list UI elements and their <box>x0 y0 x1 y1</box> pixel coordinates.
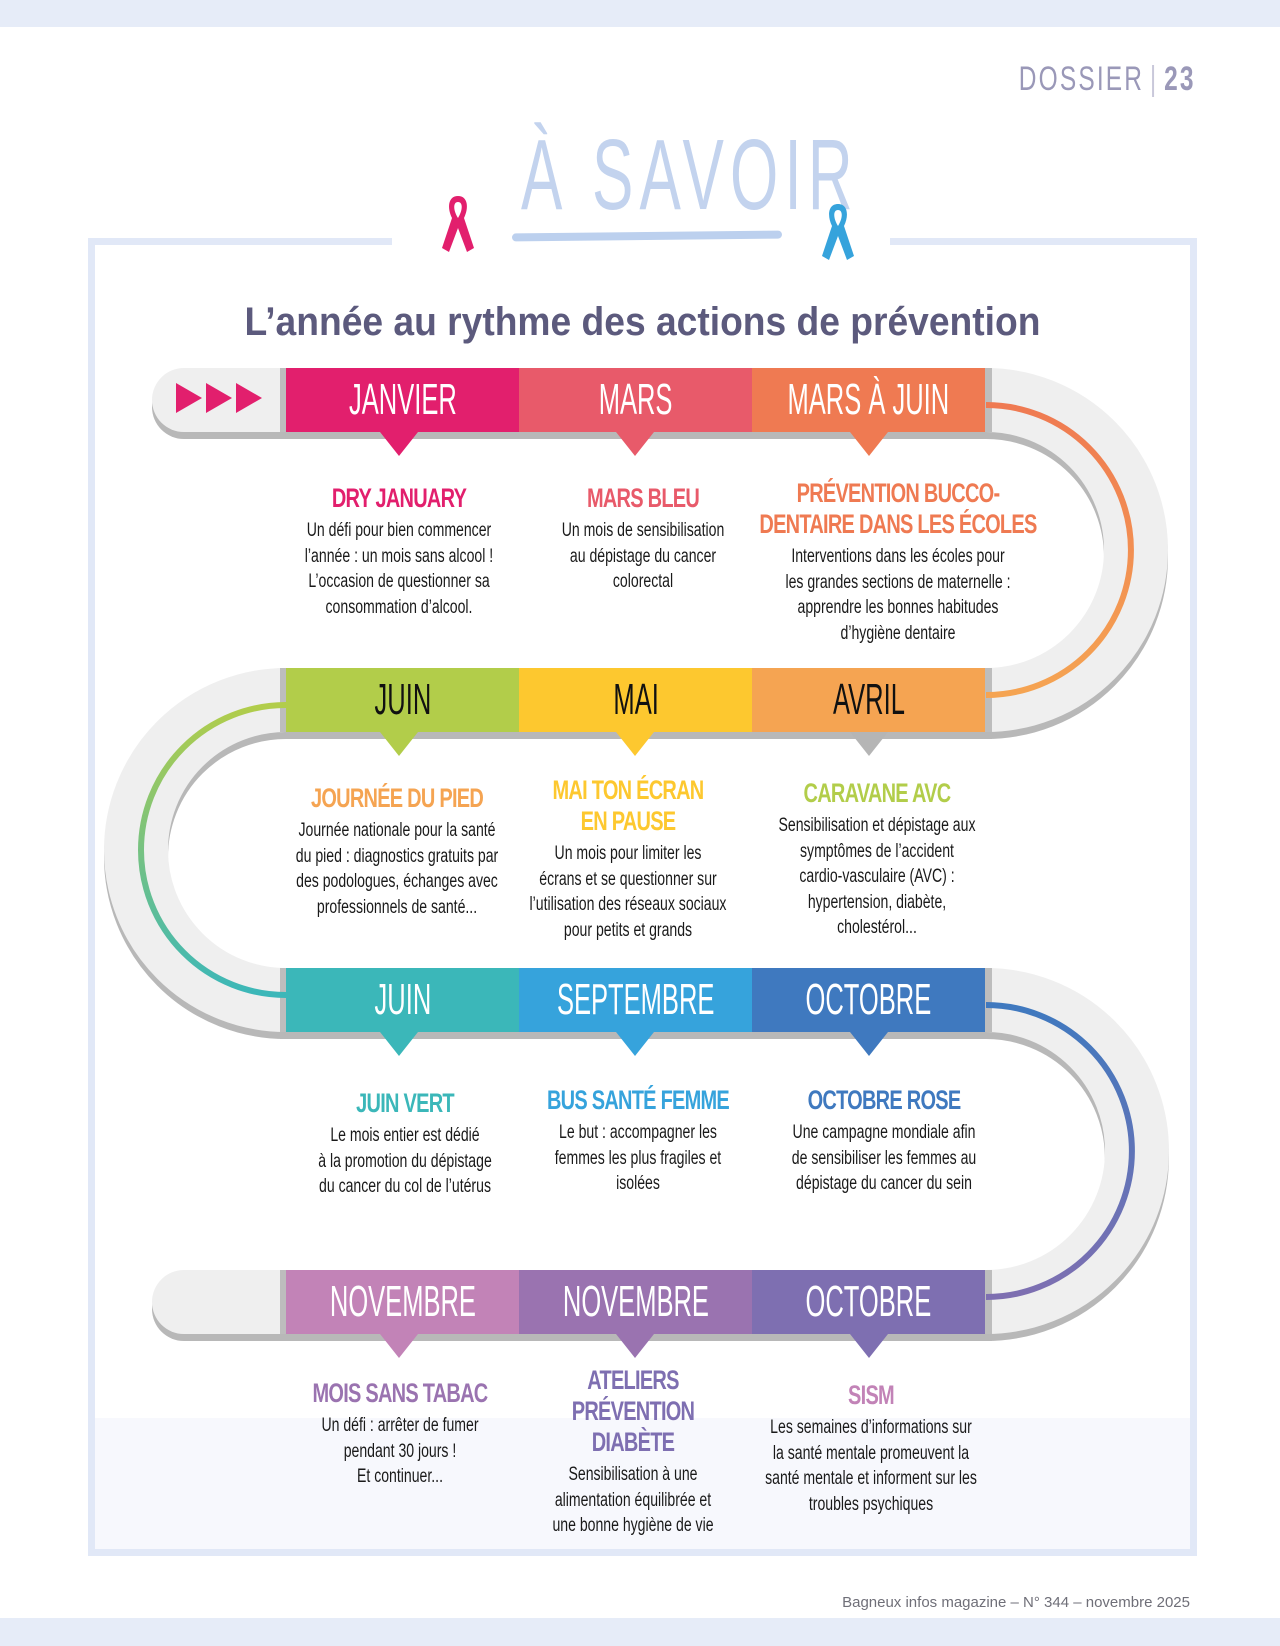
month-band: NOVEMBRE <box>286 1270 520 1334</box>
page-number: 23 <box>1164 60 1196 98</box>
month-band: MAI <box>519 668 753 732</box>
footer-text: Bagneux infos magazine – N° 344 – novemb… <box>842 1594 1190 1611</box>
pointer-arrow <box>616 1334 654 1358</box>
action-heading: BUS SANTÉ FEMME <box>546 1085 730 1115</box>
frame-border <box>88 238 392 245</box>
action-description: Sensibilisation et dépistage aux symptôm… <box>778 815 976 938</box>
top-band <box>0 0 1280 27</box>
action-heading: CARAVANE AVC <box>803 778 952 808</box>
prevention-action: JOURNÉE DU PIED Journée nationale pour la… <box>249 783 545 920</box>
pointer-arrow <box>850 1032 888 1056</box>
action-description: Journée nationale pour la santé du pied … <box>295 820 499 918</box>
prevention-action: MARS BLEU Un mois de sensibilisation au d… <box>495 483 791 595</box>
action-description: Le but : accompagner les femmes les plus… <box>554 1122 722 1194</box>
month-band: JUIN <box>286 668 520 732</box>
frame-border <box>1190 238 1197 1556</box>
month-label: NOVEMBRE <box>329 1277 477 1326</box>
month-band: MARS À JUIN <box>752 368 985 432</box>
action-description: Sensibilisation à une alimentation équil… <box>552 1464 714 1536</box>
month-band: NOVEMBRE <box>519 1270 753 1334</box>
month-band: OCTOBRE <box>752 968 985 1032</box>
action-heading: JOURNÉE DU PIED <box>310 783 484 813</box>
pointer-arrow <box>380 1032 418 1056</box>
frame-border <box>88 238 95 1556</box>
frame-border <box>890 238 1197 245</box>
month-label: SEPTEMBRE <box>557 975 715 1024</box>
month-label: OCTOBRE <box>805 975 932 1024</box>
pointer-arrow <box>850 432 888 456</box>
month-label: JUIN <box>374 975 432 1024</box>
page-header: DOSSIER|23 <box>1019 60 1196 99</box>
pale-background <box>95 1418 1190 1549</box>
month-band: SEPTEMBRE <box>519 968 753 1032</box>
action-heading: SISM <box>848 1380 895 1410</box>
pointer-arrow <box>616 1032 654 1056</box>
pointer-arrow <box>616 732 654 756</box>
month-band: OCTOBRE <box>752 1270 985 1334</box>
action-heading: MOIS SANS TABAC <box>312 1378 488 1408</box>
pointer-arrow <box>850 1334 888 1358</box>
pointer-arrow <box>380 1334 418 1358</box>
month-band: JUIN <box>286 968 520 1032</box>
action-description: Un défi pour bien commencer l’année : un… <box>304 520 494 618</box>
action-heading: PRÉVENTION BUCCO- DENTAIRE DANS LES ÉCOL… <box>759 478 1037 539</box>
prevention-action: MOIS SANS TABAC Un défi : arrêter de fume… <box>252 1378 548 1490</box>
pointer-arrow <box>616 432 654 456</box>
month-label: MARS <box>599 375 673 424</box>
month-label: JANVIER <box>349 375 457 424</box>
action-description: Une campagne mondiale afin de sensibilis… <box>791 1122 977 1194</box>
action-description: Un défi : arrêter de fumer pendant 30 jo… <box>321 1415 479 1487</box>
month-label: AVRIL <box>832 675 905 724</box>
frame-border <box>88 1549 1197 1556</box>
section-label: DOSSIER <box>1019 60 1145 98</box>
prevention-action: CARAVANE AVC Sensibilisation et dépistage… <box>729 778 1025 941</box>
month-label: JUIN <box>374 675 432 724</box>
pointer-arrow <box>380 432 418 456</box>
pink-ribbon-icon <box>442 196 474 252</box>
action-heading: DRY JANUARY <box>331 483 467 513</box>
action-description: Un mois de sensibilisation au dépistage … <box>561 520 725 592</box>
month-label: MARS À JUIN <box>787 375 950 424</box>
action-heading: ATELIERS PRÉVENTION DIABÈTE <box>571 1365 695 1457</box>
month-band: MARS <box>519 368 753 432</box>
action-description: Le mois entier est dédié à la promotion … <box>318 1125 492 1197</box>
triple-arrow-icon <box>176 383 262 413</box>
action-description: Un mois pour limiter les écrans et se qu… <box>529 843 727 941</box>
pointer-arrow <box>850 732 888 756</box>
month-band: JANVIER <box>286 368 520 432</box>
blue-ribbon-icon <box>822 204 854 260</box>
month-band: AVRIL <box>752 668 985 732</box>
infographic-title: L’année au rythme des actions de prévent… <box>244 300 1041 344</box>
prevention-action: BUS SANTÉ FEMME Le but : accompagner les … <box>490 1085 786 1197</box>
bottom-band <box>0 1618 1280 1646</box>
action-heading: MARS BLEU <box>586 483 700 513</box>
action-heading: JUIN VERT <box>356 1088 454 1118</box>
action-heading: MAI TON ÉCRAN EN PAUSE <box>552 775 705 836</box>
month-label: OCTOBRE <box>805 1277 932 1326</box>
pointer-arrow <box>380 732 418 756</box>
separator: | <box>1150 60 1159 98</box>
prevention-action: OCTOBRE ROSE Une campagne mondiale afin d… <box>736 1085 1032 1197</box>
prevention-action: JUIN VERT Le mois entier est dédié à la p… <box>257 1088 553 1200</box>
action-heading: OCTOBRE ROSE <box>807 1085 962 1115</box>
action-description: Interventions dans les écoles pour les g… <box>785 546 1011 644</box>
month-label: NOVEMBRE <box>562 1277 710 1326</box>
month-label: MAI <box>613 675 659 724</box>
prevention-action: DRY JANUARY Un défi pour bien commencer l… <box>251 483 547 620</box>
prevention-action: MAI TON ÉCRAN EN PAUSE Un mois pour limit… <box>480 775 776 943</box>
action-description: Les semaines d’informations sur la santé… <box>765 1417 977 1515</box>
prevention-action: PRÉVENTION BUCCO- DENTAIRE DANS LES ÉCOL… <box>750 478 1046 646</box>
prevention-action: SISM Les semaines d’informations sur la s… <box>723 1380 1019 1517</box>
